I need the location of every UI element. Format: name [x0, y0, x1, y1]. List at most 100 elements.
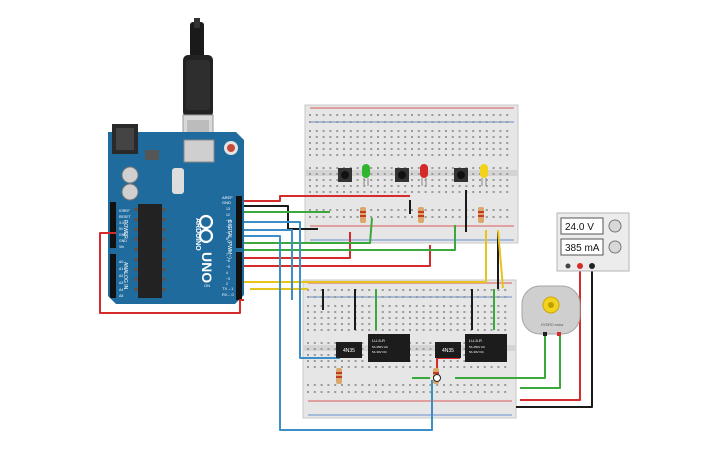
- breadboard-hole: [334, 323, 337, 325]
- breadboard-hole: [470, 391, 473, 393]
- breadboard-hole: [411, 179, 413, 181]
- led-green: [362, 164, 370, 186]
- breadboard-hole: [404, 185, 407, 187]
- breadboard-hole: [381, 391, 384, 393]
- breadboard-hole: [327, 360, 330, 362]
- breadboard-hole: [431, 216, 434, 218]
- relay-1-spec1: 5A 250V AC: [372, 345, 389, 349]
- breadboard-hole: [451, 167, 454, 169]
- breadboard-hole: [313, 348, 316, 350]
- breadboard-hole: [395, 317, 398, 319]
- breadboard-hole: [485, 136, 488, 138]
- breadboard-hole: [497, 296, 500, 298]
- breadboard-hole: [307, 366, 309, 368]
- voltage-knob[interactable]: [608, 219, 622, 233]
- 3v3-label: 3.3V: [119, 221, 127, 225]
- breadboard-hole: [456, 296, 459, 298]
- breadboard-hole: [404, 209, 407, 211]
- breadboard-hole: [465, 130, 468, 132]
- relay-2-spec1: 5A 250V AC: [469, 345, 486, 349]
- breadboard-hole: [415, 384, 418, 386]
- breadboard-hole: [370, 148, 373, 150]
- breadboard-hole: [438, 114, 441, 116]
- breadboard-hole: [313, 329, 316, 331]
- breadboard-hole: [458, 114, 461, 116]
- breadboard-hole: [485, 179, 488, 181]
- breadboard-hole: [315, 191, 318, 193]
- negative-terminal: [589, 263, 595, 269]
- breadboard-hole: [336, 179, 339, 181]
- breadboard-hole: [361, 384, 364, 386]
- breadboard-hole: [417, 167, 420, 169]
- breadboard-hole: [470, 366, 473, 368]
- breadboard-hole: [309, 216, 311, 218]
- breadboard-hole: [313, 317, 316, 319]
- d10-label: ~10: [226, 225, 232, 229]
- breadboard-hole: [483, 289, 486, 291]
- breadboard-hole: [356, 121, 359, 123]
- breadboard-hole: [377, 142, 379, 144]
- breadboard-hole: [483, 323, 486, 325]
- breadboard-hole: [383, 167, 386, 169]
- breadboard-hole: [436, 296, 439, 298]
- breadboard-hole: [322, 136, 325, 138]
- breadboard-hole: [327, 305, 330, 307]
- breadboard-hole: [341, 323, 343, 325]
- breadboard-hole: [349, 130, 352, 132]
- breadboard-hole: [356, 209, 359, 211]
- breadboard-hole: [431, 185, 434, 187]
- breadboard-hole: [368, 317, 371, 319]
- current-knob[interactable]: [608, 240, 622, 254]
- breadboard-hole: [483, 391, 486, 393]
- breadboard-hole: [443, 366, 445, 368]
- breadboard-hole: [499, 179, 502, 181]
- breadboard-hole: [307, 348, 309, 350]
- breadboard-hole: [451, 142, 454, 144]
- a5-label: A5: [119, 294, 123, 298]
- breadboard-hole: [504, 317, 507, 319]
- breadboard-hole: [451, 121, 454, 123]
- breadboard-hole: [322, 148, 325, 150]
- breadboard-hole: [356, 179, 359, 181]
- breadboard-hole: [315, 167, 318, 169]
- breadboard-hole: [327, 342, 330, 344]
- d6-label: ~6: [226, 259, 230, 263]
- breadboard-hole: [492, 154, 495, 156]
- breadboard-hole: [395, 391, 398, 393]
- tx-pin-label: TX→1: [222, 286, 234, 291]
- breadboard-hole: [431, 179, 434, 181]
- breadboard-hole: [415, 366, 418, 368]
- breadboard-hole: [463, 391, 466, 393]
- breadboard-hole: [390, 114, 393, 116]
- breadboard-hole: [438, 185, 441, 187]
- breadboard-hole: [417, 130, 420, 132]
- breadboard-hole: [395, 366, 398, 368]
- breadboard-hole: [463, 354, 466, 356]
- breadboard-hole: [381, 305, 384, 307]
- a0-label: A0: [119, 260, 123, 264]
- breadboard-hole: [479, 136, 481, 138]
- breadboard-hole: [411, 136, 413, 138]
- breadboard-hole: [499, 148, 502, 150]
- breadboard-hole: [390, 209, 393, 211]
- breadboard-hole: [451, 148, 454, 150]
- breadboard-hole: [343, 114, 345, 116]
- breadboard-hole: [361, 305, 364, 307]
- breadboard-hole: [499, 121, 502, 123]
- breadboard-hole: [415, 317, 418, 319]
- breadboard-hole: [347, 360, 350, 362]
- breadboard-hole: [343, 216, 345, 218]
- breadboard-hole: [334, 342, 337, 344]
- breadboard-hole: [334, 289, 337, 291]
- d4-label: 4: [226, 271, 228, 275]
- breadboard-hole: [492, 179, 495, 181]
- breadboard-hole: [438, 121, 441, 123]
- breadboard-hole: [363, 148, 366, 150]
- breadboard-hole: [472, 209, 475, 211]
- breadboard-hole: [402, 391, 405, 393]
- breadboard-hole: [347, 391, 350, 393]
- breadboard-hole: [327, 289, 330, 291]
- breadboard-hole: [363, 114, 366, 116]
- relay-2-spec2: 5A 30V DC: [469, 350, 485, 354]
- breadboard-hole: [497, 311, 500, 313]
